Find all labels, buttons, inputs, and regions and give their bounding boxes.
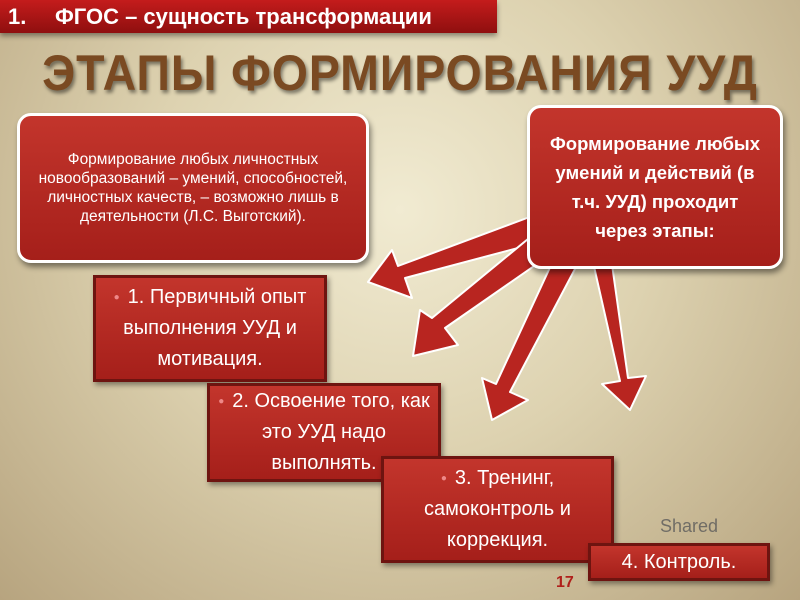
stage-2: ● 2. Освоение того, как это УУД надо выпо… bbox=[207, 383, 441, 482]
stage-4-text: 4. Контроль. bbox=[621, 550, 737, 573]
stage-3-text: 3. Тренинг, самоконтроль и коррекция. bbox=[424, 466, 571, 552]
quote-box: Формирование любых личностных новообразо… bbox=[17, 113, 369, 263]
bullet-icon: ● bbox=[218, 396, 225, 408]
stage-3: ●3. Тренинг, самоконтроль и коррекция. bbox=[381, 456, 614, 563]
stage-2-text: 2. Освоение того, как это УУД надо выпол… bbox=[232, 389, 430, 475]
page-number: 17 bbox=[556, 574, 574, 591]
bullet-icon: ● bbox=[440, 473, 447, 485]
stage-4: 4. Контроль. bbox=[588, 543, 770, 581]
stage-1-text: 1. Первичный опыт выполнения УУД и мотив… bbox=[123, 285, 307, 371]
section-header: 1. ФГОС – сущность трансформации bbox=[0, 0, 497, 33]
section-title: ФГОС – сущность трансформации bbox=[55, 4, 432, 29]
stage-1: ●1. Первичный опыт выполнения УУД и моти… bbox=[93, 275, 327, 382]
section-number: 1. bbox=[8, 4, 27, 29]
bullet-icon: ● bbox=[113, 292, 120, 304]
slide-title: ЭТАПЫ ФОРМИРОВАНИЯ УУД bbox=[42, 45, 758, 101]
stages-intro-box: Формирование любых умений и действий (в … bbox=[527, 105, 783, 269]
watermark: Shared bbox=[660, 516, 719, 536]
arrow-3 bbox=[481, 234, 586, 421]
